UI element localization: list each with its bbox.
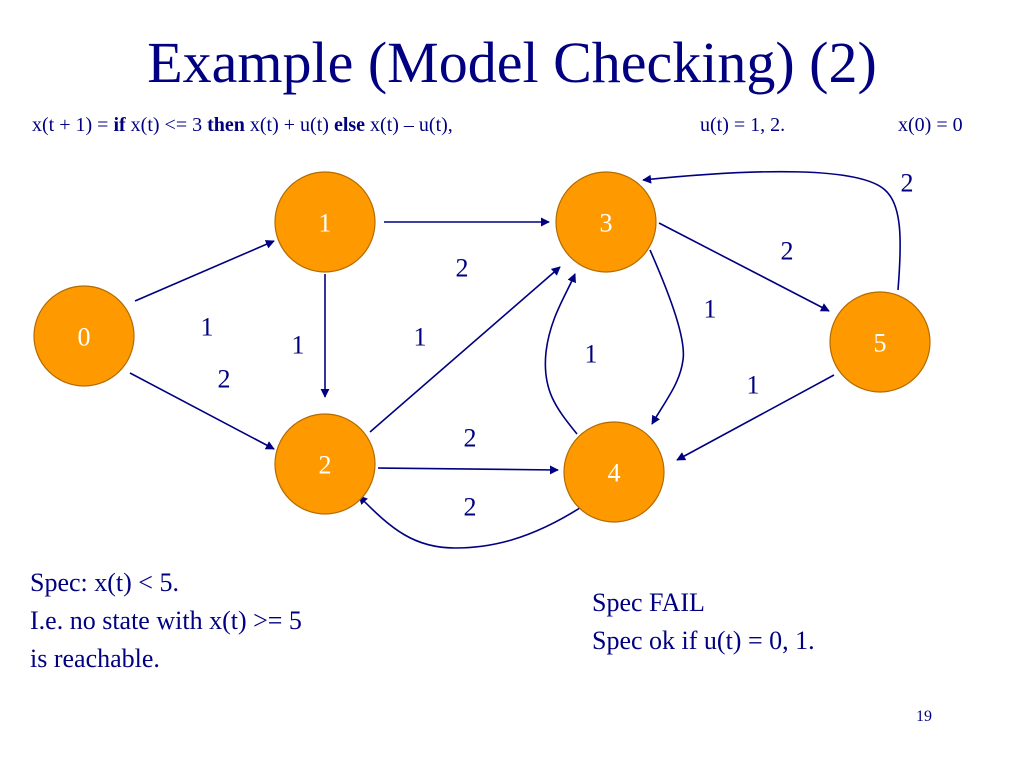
state-node-4 xyxy=(563,421,665,523)
formula-lhs: x(t + 1) = xyxy=(32,114,109,136)
state-node-2 xyxy=(274,413,376,515)
spec-description: Spec: x(t) < 5. I.e. no state with x(t) … xyxy=(30,564,302,678)
result-line: Spec ok if u(t) = 0, 1. xyxy=(592,626,815,655)
spec-result: Spec FAIL Spec ok if u(t) = 0, 1. xyxy=(592,584,815,660)
edge-label-4-to-2: 2 xyxy=(464,493,477,522)
edge-4-to-2 xyxy=(358,495,584,549)
edge-label-2-to-4: 2 xyxy=(464,424,477,453)
edge-label-3-to-5: 2 xyxy=(781,237,794,266)
edge-2-to-4 xyxy=(377,465,559,475)
edge-0-to-2 xyxy=(129,372,275,450)
edge-label-5-to-3: 2 xyxy=(901,169,914,198)
state-node-3 xyxy=(555,171,657,273)
slide-number: 19 xyxy=(916,708,932,725)
spec-line: Spec: x(t) < 5. xyxy=(30,568,179,597)
edge-0-to-1 xyxy=(134,240,275,302)
state-node-label-1: 1 xyxy=(319,209,332,238)
state-node-0 xyxy=(33,285,135,387)
state-node-5 xyxy=(829,291,931,393)
formula-then-expression: x(t) + u(t) xyxy=(249,114,329,136)
edge-label-5-to-4: 1 xyxy=(747,371,760,400)
edge-3-to-5 xyxy=(658,222,830,312)
edge-label-0-to-2: 2 xyxy=(218,365,231,394)
initial-state: x(0) = 0 xyxy=(898,114,963,136)
edge-label-0-to-1: 1 xyxy=(201,313,214,342)
state-node-1 xyxy=(274,171,376,273)
edge-label-1-to-3: 2 xyxy=(456,254,469,283)
edge-label-1-to-2: 1 xyxy=(292,331,305,360)
edge-2-to-3 xyxy=(369,266,561,433)
formula-else-expression: x(t) – u(t), xyxy=(370,114,453,136)
formula-if-keyword: if xyxy=(113,114,126,136)
edge-5-to-3 xyxy=(642,170,901,291)
transition-formula: x(t + 1) = if x(t) <= 3 then x(t) + u(t)… xyxy=(32,114,453,137)
spec-line: I.e. no state with x(t) >= 5 xyxy=(30,606,302,635)
state-node-label-5: 5 xyxy=(874,329,887,358)
edge-label-4-to-3: 1 xyxy=(585,340,598,369)
edge-5-to-4 xyxy=(676,374,835,461)
graph-edges xyxy=(129,170,901,549)
edge-3-to-4 xyxy=(649,249,685,425)
state-node-label-0: 0 xyxy=(78,323,91,352)
formula-then-keyword: then xyxy=(207,114,245,136)
formula-condition: x(t) <= 3 xyxy=(130,114,203,136)
edge-label-3-to-4: 1 xyxy=(704,295,717,324)
edge-4-to-3 xyxy=(544,273,578,435)
spec-line: is reachable. xyxy=(30,644,160,673)
formula-else-keyword: else xyxy=(333,114,366,136)
state-node-label-2: 2 xyxy=(319,451,332,480)
edge-label-2-to-3: 1 xyxy=(414,323,427,352)
state-node-label-3: 3 xyxy=(600,209,613,238)
slide-title: Example (Model Checking) (2) xyxy=(147,30,877,95)
result-line: Spec FAIL xyxy=(592,588,705,617)
state-node-label-4: 4 xyxy=(608,459,621,488)
input-values: u(t) = 1, 2. xyxy=(700,114,786,136)
